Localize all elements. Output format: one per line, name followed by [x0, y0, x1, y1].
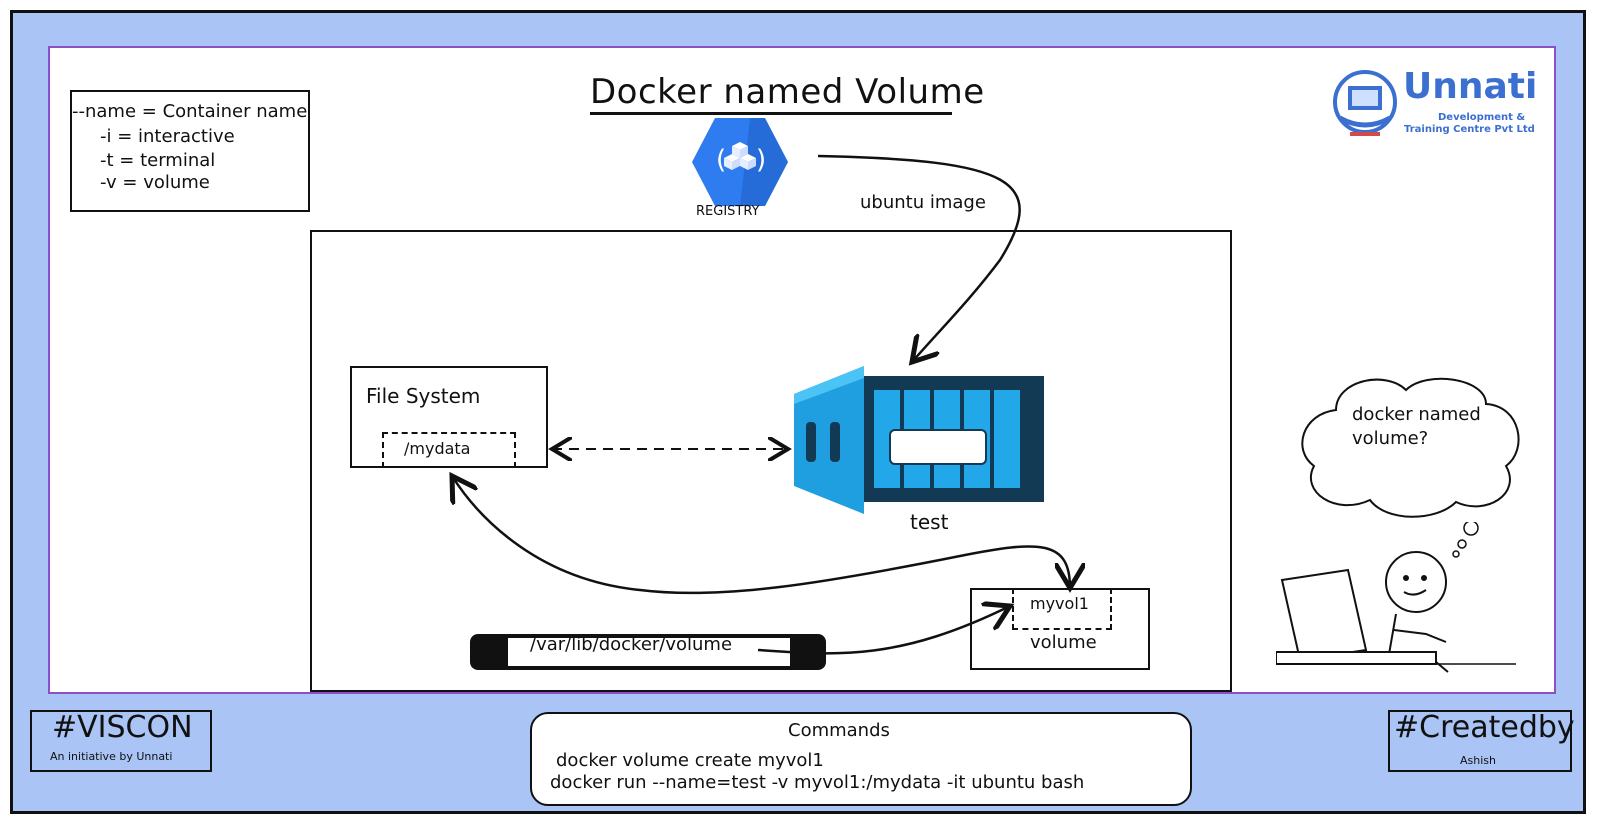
logo-subtitle-2: Training Centre Pvt Ltd — [1404, 124, 1535, 135]
mydata-mount-box — [382, 432, 516, 468]
thought-line-2: volume? — [1352, 428, 1429, 449]
commands-title: Commands — [788, 720, 890, 741]
createdby-subtitle: Ashish — [1460, 754, 1496, 767]
command-create-volume: docker volume create myvol1 — [556, 750, 824, 771]
page-title: Docker named Volume — [590, 72, 985, 112]
commands-box — [530, 712, 1192, 806]
thought-bubble — [1301, 377, 1520, 518]
thought-line-1: docker named — [1352, 404, 1481, 425]
svg-text:): ) — [756, 145, 766, 175]
cube-registry-icon: ( ) — [692, 118, 788, 206]
legend-item-interactive: -i = interactive — [100, 126, 235, 147]
file-system-label: File System — [366, 384, 481, 408]
viscon-tag: #VISCON — [52, 710, 193, 745]
unnati-logo-icon — [1333, 70, 1397, 136]
host-path-bar — [470, 634, 826, 670]
registry-label: REGISTRY — [696, 204, 760, 219]
title-underline — [590, 112, 952, 115]
legend-item-name: --name = Container name — [72, 101, 308, 122]
viscon-box — [30, 710, 212, 772]
legend-item-terminal: -t = terminal — [100, 150, 216, 171]
legend-box — [70, 90, 310, 212]
unnati-logo — [1330, 68, 1530, 140]
ubuntu-image-label: ubuntu image — [860, 192, 986, 213]
shipping-container-icon — [794, 366, 1044, 514]
volume-label: volume — [1030, 632, 1097, 653]
svg-text:(: ( — [716, 145, 726, 175]
createdby-box — [1388, 710, 1572, 772]
mydata-label: /mydata — [404, 439, 471, 458]
createdby-tag: #Createdby — [1394, 710, 1575, 745]
volume-name-label: myvol1 — [1030, 594, 1089, 613]
legend-item-volume: -v = volume — [100, 172, 210, 193]
viscon-subtitle: An initiative by Unnati — [50, 750, 173, 763]
command-docker-run: docker run --name=test -v myvol1:/mydata… — [550, 772, 1085, 793]
container-name-label: test — [910, 510, 949, 534]
logo-name: Unnati — [1403, 66, 1538, 107]
host-path-label: /var/lib/docker/volume — [530, 634, 733, 655]
logo-subtitle-1: Development & — [1438, 112, 1526, 123]
person-laptop-icon — [1276, 522, 1516, 673]
docker-host-box — [310, 230, 1232, 692]
